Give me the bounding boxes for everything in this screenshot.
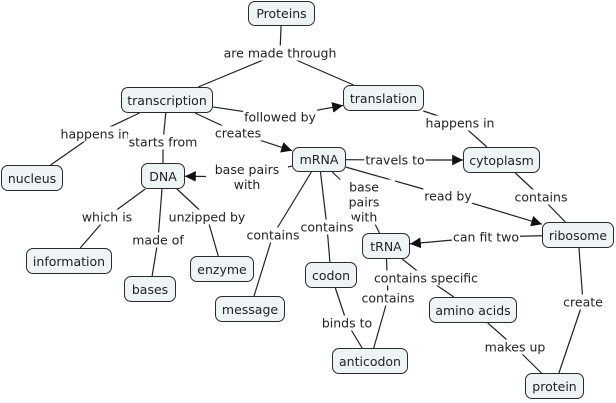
- link-made-of[interactable]: made of: [131, 232, 185, 248]
- link-contains-anticodon[interactable]: contains: [360, 290, 416, 306]
- concept-codon[interactable]: codon: [305, 262, 357, 288]
- concept-bases[interactable]: bases: [124, 276, 176, 302]
- concept-anticodon[interactable]: anticodon: [332, 348, 408, 374]
- link-create[interactable]: create: [562, 294, 604, 310]
- link-happens-in-nucleus[interactable]: happens in: [59, 126, 131, 142]
- concept-enzyme[interactable]: enzyme: [190, 256, 254, 282]
- link-followed-by[interactable]: followed by: [243, 109, 317, 125]
- link-starts-from[interactable]: starts from: [127, 134, 199, 150]
- concept-ribosome[interactable]: ribosome: [542, 222, 614, 248]
- concept-transcription[interactable]: transcription: [121, 87, 213, 113]
- link-which-is[interactable]: which is: [80, 209, 134, 225]
- concept-protein[interactable]: protein: [525, 373, 584, 399]
- concept-dna[interactable]: DNA: [141, 163, 185, 189]
- link-can-fit-two[interactable]: can fit two: [452, 229, 520, 245]
- link-base-pairs-with-dna[interactable]: base pairs with: [206, 162, 288, 192]
- concept-nucleus[interactable]: nucleus: [1, 165, 63, 191]
- connector-dna-to-lp_made_of: [157, 188, 163, 241]
- concept-translation[interactable]: translation: [343, 85, 424, 111]
- concept-information[interactable]: information: [26, 248, 112, 274]
- link-read-by[interactable]: read by: [423, 188, 473, 204]
- connector-lp_create-to-protein: [558, 301, 584, 374]
- connector-ribosome-to-lp_create: [578, 247, 584, 303]
- link-base-pairs-with-trna[interactable]: base pairs with: [333, 179, 395, 225]
- link-contains-ribosome[interactable]: contains: [513, 189, 569, 205]
- concept-message[interactable]: message: [215, 296, 285, 322]
- link-binds-to[interactable]: binds to: [320, 315, 374, 331]
- connector-mrna-to-lp_contains_codon: [319, 171, 328, 228]
- link-unzipped-by[interactable]: unzipped by: [167, 209, 247, 225]
- link-travels-to[interactable]: travels to: [364, 152, 426, 168]
- connector-mrna-to-lp_contains_msg: [272, 171, 312, 236]
- link-are-made-through[interactable]: are made through: [222, 45, 338, 61]
- connector-lp_contains_msg-to-message: [253, 234, 274, 297]
- link-happens-in-cytoplasm[interactable]: happens in: [424, 115, 496, 131]
- concept-cytoplasm[interactable]: cytoplasm: [463, 147, 540, 173]
- link-contains-message[interactable]: contains: [245, 227, 301, 243]
- concept-trna[interactable]: tRNA: [362, 233, 410, 259]
- connector-lp_contains_anti-to-anticodon: [373, 297, 389, 349]
- concept-amino-acids[interactable]: amino acids: [429, 297, 517, 323]
- link-contains-specific[interactable]: contains specific: [372, 270, 480, 286]
- concept-mrna[interactable]: mRNA: [292, 147, 346, 172]
- link-makes-up[interactable]: makes up: [483, 339, 547, 355]
- link-creates[interactable]: creates: [213, 125, 263, 141]
- link-contains-codon[interactable]: contains: [299, 219, 355, 235]
- concept-proteins[interactable]: Proteins: [248, 1, 315, 26]
